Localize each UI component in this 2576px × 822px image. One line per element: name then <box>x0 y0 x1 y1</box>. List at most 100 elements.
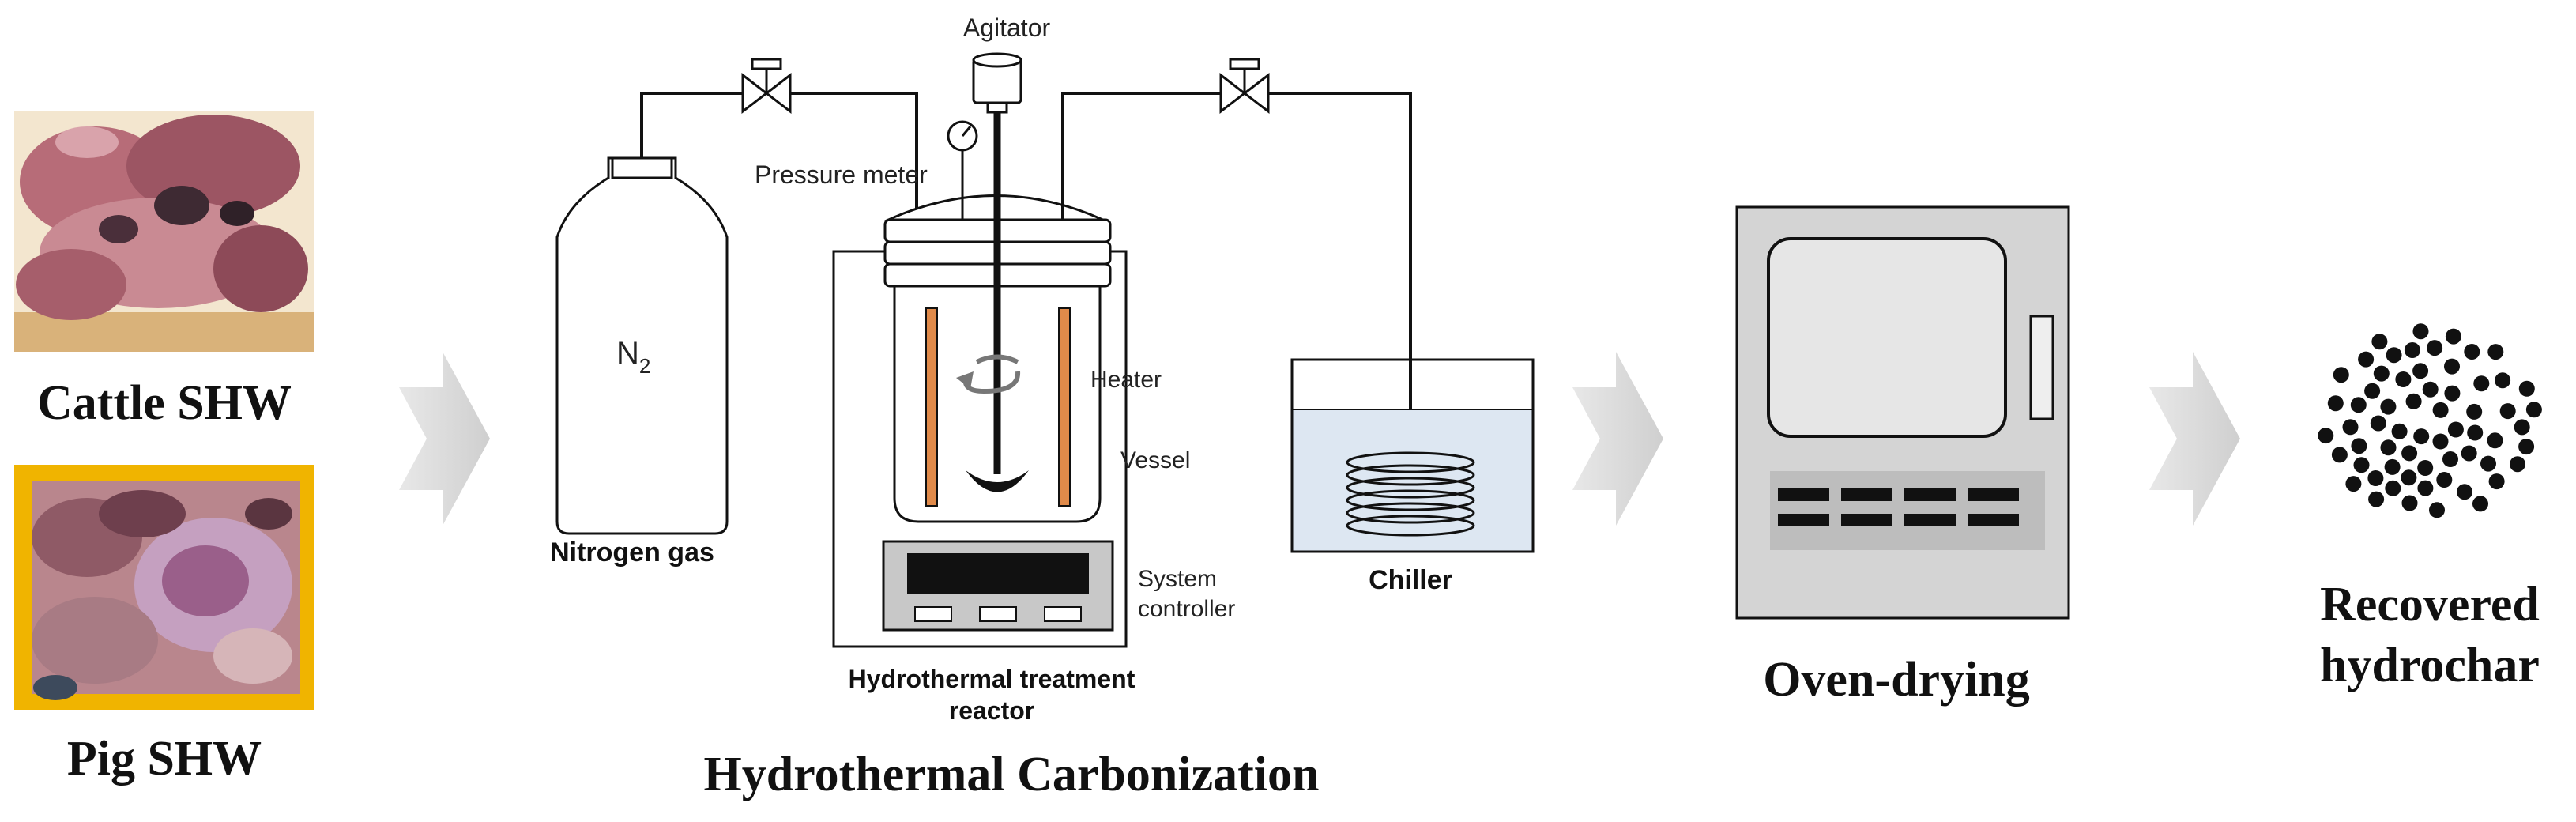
hydrochar-particle <box>2333 367 2349 383</box>
hydrochar-particle <box>2473 375 2490 392</box>
hydrochar-particle <box>2499 403 2516 420</box>
reactor-vessel <box>893 286 1102 523</box>
nitrogen-label: Nitrogen gas <box>550 537 714 567</box>
hydrochar-particle <box>2429 502 2445 518</box>
nitrogen-cylinder <box>555 156 729 535</box>
heater-label: Heater <box>1090 367 1162 393</box>
hydrochar-particle <box>2368 491 2385 507</box>
hydrochar-particle <box>2518 380 2535 397</box>
valve-icon <box>741 58 792 115</box>
hydrochar-particle <box>2391 423 2408 439</box>
hydrochar-particle <box>2345 476 2362 492</box>
valve-icon <box>1219 58 1270 115</box>
hydrochar-particle <box>2487 344 2504 360</box>
chiller-label: Chiller <box>1369 565 1452 595</box>
hydrochar-particle <box>2422 381 2439 398</box>
hydrochar-particle <box>2514 419 2530 436</box>
hydrochar-particle <box>2386 347 2402 364</box>
hydrochar-particle <box>2472 496 2488 512</box>
right-arrow-icon <box>1572 352 1663 526</box>
hydrochar-particle <box>2457 484 2472 500</box>
heater-rod-left <box>925 307 938 507</box>
hydrochar-particle <box>2371 334 2388 350</box>
hydrochar-particle <box>2404 342 2420 358</box>
hydrochar-particle <box>2467 424 2484 441</box>
hydrochar-particle <box>2495 372 2511 389</box>
hydrochar-particle <box>2353 457 2370 473</box>
coil-icon <box>1346 451 1475 537</box>
hydrochar-particle <box>2464 344 2480 360</box>
hydrochar-particle <box>2412 363 2429 379</box>
nitrogen-formula: N2 <box>616 336 650 378</box>
hydrochar-particle <box>2370 415 2386 432</box>
hydrochar-particle <box>2342 419 2359 436</box>
controller-label-line2: controller <box>1138 596 1235 622</box>
hydrochar-particle <box>2373 365 2390 382</box>
vessel-label: Vessel <box>1120 447 1190 473</box>
hydrochar-particle <box>2318 428 2334 444</box>
hydrochar-particle <box>2364 383 2381 399</box>
hydrochar-particle <box>2444 358 2460 375</box>
hydrochar-particle <box>2327 395 2344 412</box>
hydrochar-particle <box>2350 397 2367 413</box>
hydrochar-particle <box>2367 470 2384 486</box>
pressure-meter-label: Pressure meter <box>755 160 928 189</box>
right-arrow-icon <box>399 352 490 526</box>
agitator-paddle <box>966 470 1029 492</box>
output-label-line1: Recovered <box>2320 578 2540 632</box>
hydrochar-particle <box>2401 495 2418 511</box>
drying-oven <box>1735 206 2070 620</box>
hydrochar-particle <box>2380 398 2397 415</box>
hydrochar-particle <box>2384 458 2401 475</box>
chiller <box>1290 358 1535 553</box>
hydrochar-particle <box>2401 469 2417 486</box>
cattle-photo <box>14 111 314 352</box>
hydrochar-particle <box>2412 323 2429 340</box>
pig-label: Pig SHW <box>67 732 262 786</box>
hydrochar-particle <box>2436 472 2453 488</box>
htc-section-title: Hydrothermal Carbonization <box>704 748 1320 801</box>
agitator-motor <box>972 52 1022 114</box>
reactor-label-line2: reactor <box>949 696 1035 725</box>
hydrochar-particle <box>2413 428 2430 445</box>
agitator-label: Agitator <box>963 13 1051 42</box>
hydrochar-particle <box>2518 439 2535 455</box>
hydrochar-particle <box>2351 438 2367 454</box>
hydrochar-particle <box>2466 403 2483 420</box>
hydrochar-particle <box>2444 385 2461 402</box>
rotation-arrow-icon <box>956 354 1021 394</box>
reactor-label-line1: Hydrothermal treatment <box>849 665 1135 693</box>
hydrochar-particle <box>2417 480 2434 496</box>
hydrochar-particle <box>2432 433 2449 450</box>
hydrochar-particle <box>2445 328 2461 345</box>
hydrochar-particle <box>2417 460 2434 476</box>
heater-rod-right <box>1058 307 1071 507</box>
controller-label-line1: System <box>1138 566 1217 592</box>
hydrochar-particle <box>2525 402 2542 418</box>
oven-drying-label: Oven-drying <box>1763 653 2030 707</box>
hydrochar-particles <box>2318 323 2542 518</box>
hydrochar-particle <box>2385 480 2401 496</box>
cattle-label: Cattle SHW <box>37 376 292 430</box>
hydrochar-particle <box>2480 455 2496 472</box>
pressure-gauge-icon <box>947 120 978 220</box>
hydrochar-particle <box>2432 402 2449 418</box>
hydrochar-particle <box>2405 393 2422 409</box>
hydrochar-particle <box>2380 439 2397 456</box>
hydrochar-particle <box>2461 445 2477 462</box>
hydrochar-particle <box>2401 445 2418 462</box>
hydrochar-particle <box>2487 432 2503 449</box>
hydrochar-particle <box>2510 456 2525 473</box>
hydrochar-particle <box>2395 371 2412 387</box>
output-label-line2: hydrochar <box>2320 639 2540 692</box>
pig-photo <box>14 465 314 710</box>
hydrochar-particle <box>2442 451 2458 467</box>
hydrochar-particle <box>2488 473 2505 490</box>
gas-line <box>640 92 918 221</box>
hydrochar-particle <box>2427 340 2443 356</box>
hydrochar-particle <box>2331 447 2348 463</box>
hydrochar-particle <box>2358 351 2375 368</box>
system-controller <box>882 540 1114 632</box>
hydrochar-particle <box>2447 421 2464 438</box>
